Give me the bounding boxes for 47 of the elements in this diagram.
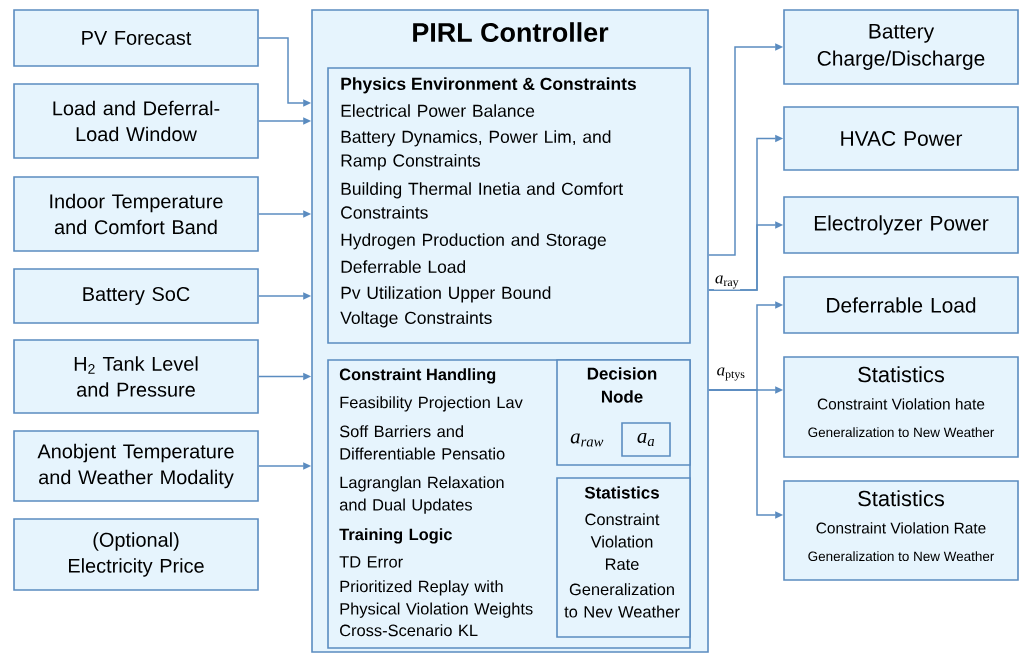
output-box: HVAC Power <box>783 106 1019 171</box>
output-box: Electrolyzer Power <box>783 196 1019 254</box>
heading: Training Logic <box>339 528 452 544</box>
output-field <box>621 422 671 457</box>
list-item: Deferrable Load <box>341 260 466 273</box>
title: PIRL Controller <box>413 22 609 42</box>
list-item: Cross-Scenario KL <box>340 624 478 637</box>
list-item: TD Error <box>339 556 403 568</box>
heading: Statistics <box>584 486 659 499</box>
list-item: Constraint Violation Rate <box>585 513 660 570</box>
list-item: Constraint Violation Rate <box>816 522 986 534</box>
statistics-box <box>783 356 1019 458</box>
input-box: Load and Deferral-Load Window <box>13 83 259 159</box>
list-item: Feasibility Projection Lav <box>340 396 523 412</box>
list-item: Pv Utilization Upper Bound <box>341 286 551 303</box>
heading: Constraint Handling <box>339 368 496 384</box>
list-item: Generalization to Nev Weather <box>564 583 680 618</box>
list-item: Prioritized Replay with Physical Violation Weights <box>340 580 533 618</box>
list-item: Building Thermal Inetia and Comfort Constraints <box>341 182 623 219</box>
input-box: Battery SoC <box>13 268 259 324</box>
heading: Statistics <box>858 490 945 507</box>
edge-label: a$_{ray}$ <box>713 274 741 290</box>
input-box: Indoor Temperature and Comfort Band <box>13 176 259 252</box>
list-item: Soff Barriers and Differentiable Pensatio <box>339 425 505 460</box>
list-item: Battery Dynamics, Power Lim, and Ramp Constraints <box>341 130 611 171</box>
heading: Decision Node <box>587 367 657 403</box>
input-box: Anobjent Temperature and Weather Modality <box>13 430 259 502</box>
heading: Physics Environment & Constraints <box>341 77 636 94</box>
formula: a$_{raw}$ <box>570 433 604 447</box>
heading: Statistics <box>858 366 945 383</box>
list-item: Lagranglan Relaxation and Dual Updates <box>339 476 504 514</box>
formula: a$_{a}$ <box>637 432 655 447</box>
edge-label: a$_{ptys}$ <box>715 366 747 382</box>
statistics-box <box>783 480 1019 581</box>
statistics-box <box>556 477 691 638</box>
input-box: PV Forecast <box>13 9 259 67</box>
list-item: Constraint Violation hate <box>817 398 985 410</box>
list-item: Generalization to New Weather <box>808 551 995 562</box>
input-box: (Optional) Electricity Price <box>13 518 259 591</box>
list-item: Voltage Constraints <box>340 311 492 328</box>
input-box: H$_{2}$ Tank Level and Pressure <box>13 339 259 414</box>
list-item: Generalization to New Weather <box>808 427 995 438</box>
list-item: Hydrogen Production and Storage <box>341 233 606 250</box>
output-box: Deferrable Load <box>783 276 1019 334</box>
constraints-panel <box>327 67 691 344</box>
output-box: Battery Charge/Discharge <box>783 9 1019 85</box>
list-item: Electrical Power Balance <box>341 104 535 117</box>
